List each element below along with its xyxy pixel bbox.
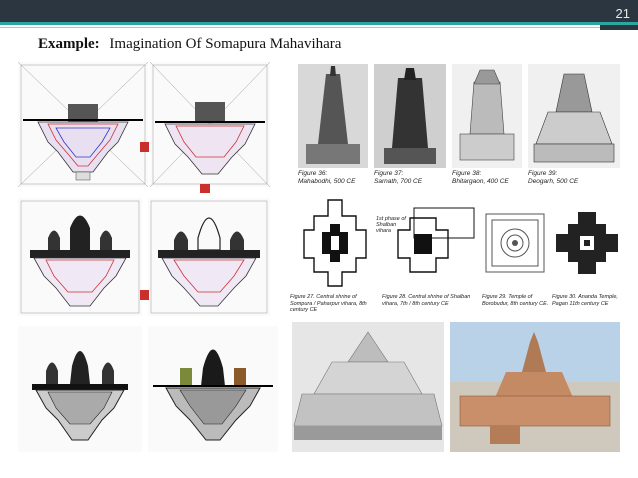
red-arrow-right-2 [140, 290, 149, 300]
caption-fig28: Figure 28. Central shrine of Shalban vih… [382, 294, 471, 307]
photo-bhitargaon [452, 64, 522, 168]
elevation-drawing-5 [18, 326, 142, 452]
header-bar [0, 0, 638, 22]
caption-fig27: Figure 27. Central shrine of Sompura / P… [290, 294, 367, 313]
red-arrow-right [140, 142, 149, 152]
caption-fig38: Figure 38: Bhitargaon, 400 CE [452, 170, 509, 185]
photo-sarnath [374, 64, 446, 168]
plan-borobudur [484, 212, 546, 274]
accent-line [0, 22, 638, 25]
caption-fig39: Figure 39: Deogarh, 500 CE [528, 170, 579, 185]
red-arrow-down [200, 184, 210, 193]
plan-shalban: 1st phase of Shalban vihara [374, 196, 480, 292]
caption-fig30: Figure 30. Ananda Temple, Pagan 11th cen… [552, 294, 618, 307]
elevation-drawing-1 [18, 62, 148, 187]
elevation-drawing-2 [150, 62, 270, 187]
photo-deogarh [528, 64, 620, 168]
rendering-3d-model [292, 322, 444, 452]
caption-fig29: Figure 29. Temple of Borobudur, 8th cent… [482, 294, 549, 307]
plan-somapura [300, 196, 370, 292]
elevation-drawing-3 [18, 198, 142, 316]
phase-note: 1st phase of Shalban vihara [376, 216, 406, 234]
page-number-tab: 21 [600, 0, 638, 30]
rendering-reconstruction [450, 322, 620, 452]
title-label: Example: [38, 36, 100, 52]
caption-fig36: Figure 36: Mahabodhi, 500 CE [298, 170, 356, 185]
page-number: 21 [615, 6, 630, 21]
caption-fig37: Figure 37: Sarnath, 700 CE [374, 170, 423, 185]
accent-line-thin [0, 27, 600, 28]
elevation-drawing-6 [148, 326, 278, 452]
slide-title: Example: Imagination Of Somapura Mahavih… [38, 36, 341, 53]
photo-mahabodhi [298, 64, 368, 168]
title-text: Imagination Of Somapura Mahavihara [109, 36, 342, 52]
elevation-drawing-4 [148, 198, 270, 316]
plan-ananda [552, 208, 622, 278]
